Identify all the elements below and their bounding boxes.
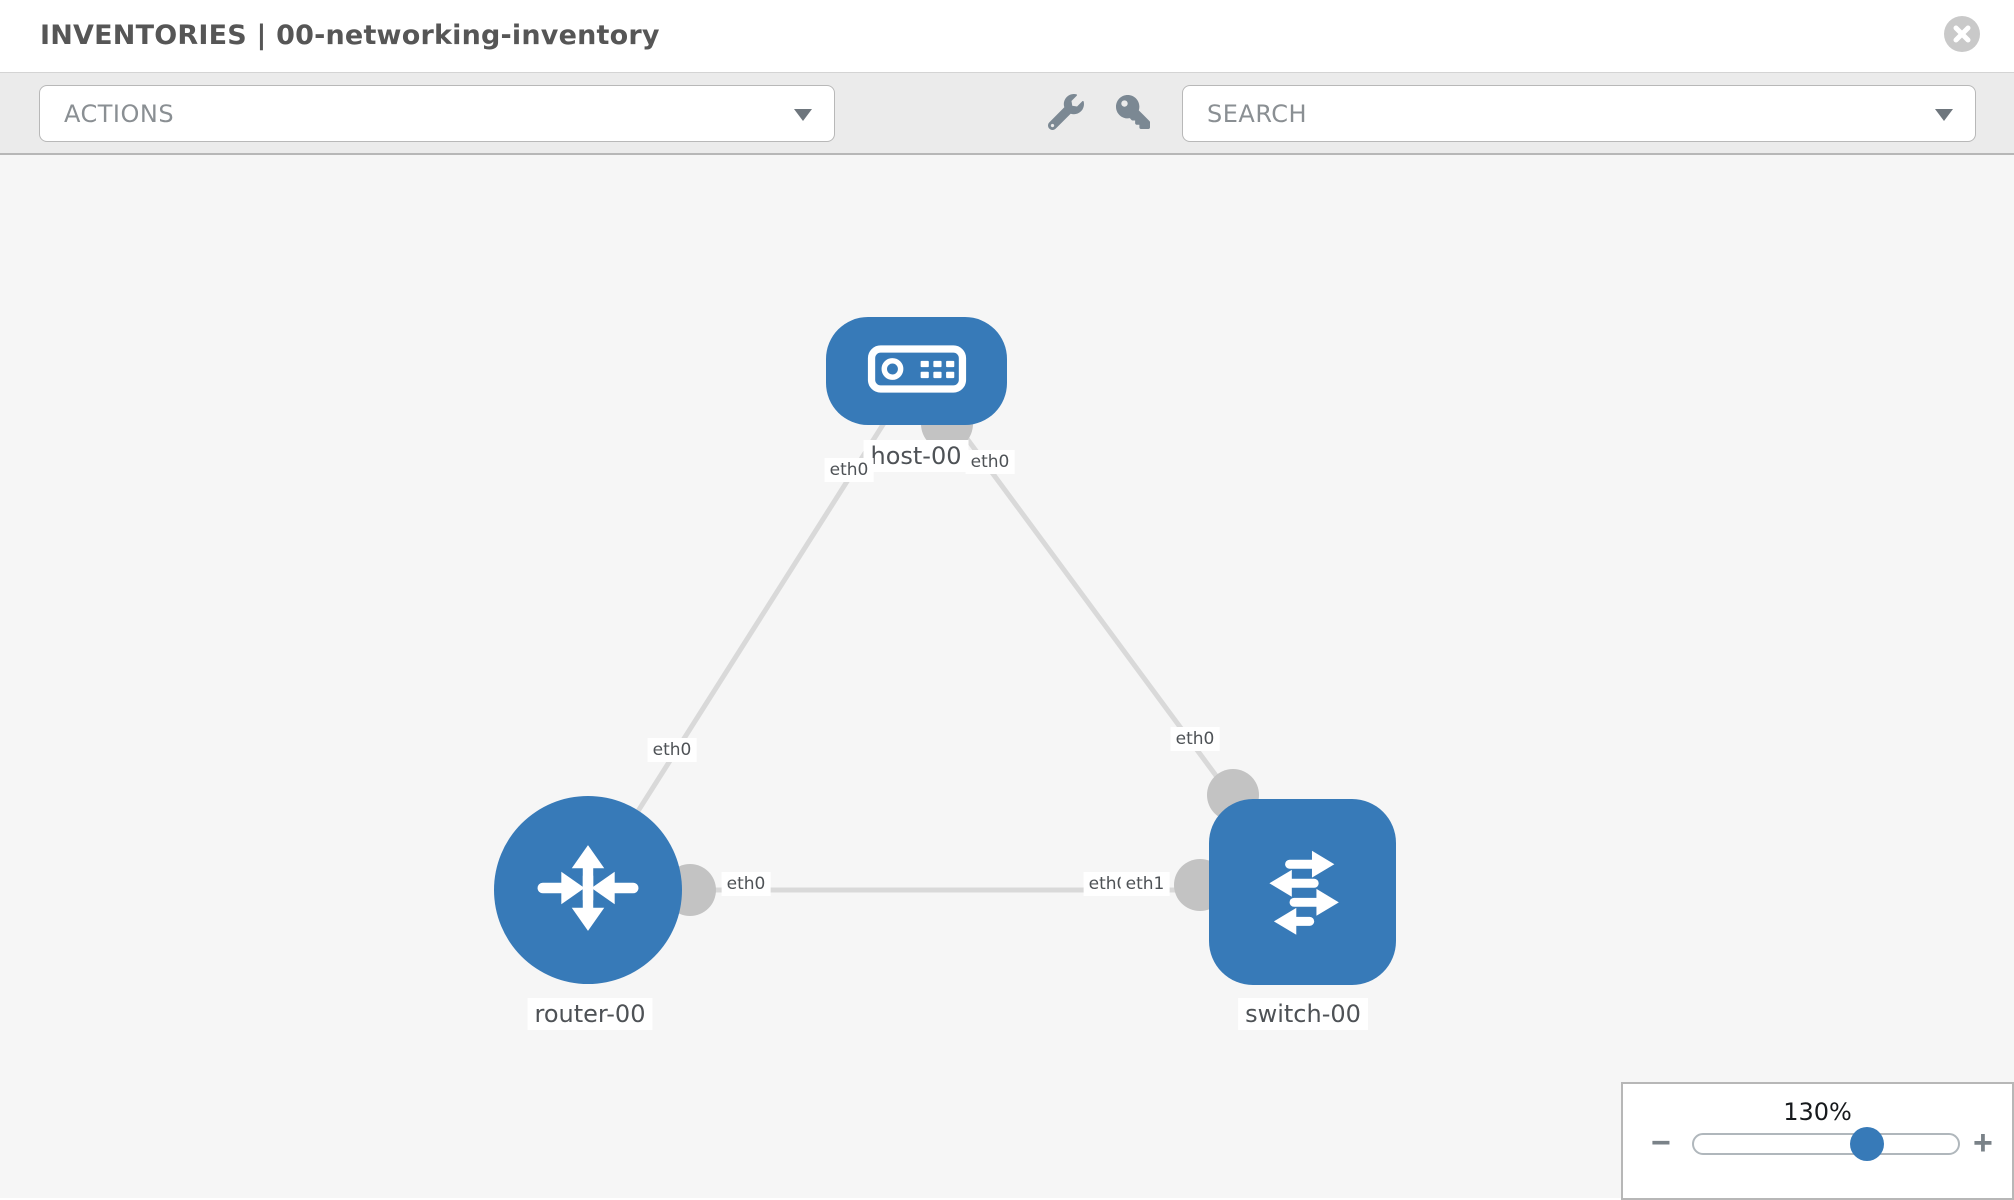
page-title: INVENTORIES | 00-networking-inventory	[40, 20, 660, 51]
close-button[interactable]	[1944, 16, 1980, 52]
node-host-00[interactable]	[826, 317, 1007, 425]
host-icon	[867, 344, 967, 398]
topology-canvas[interactable]: host-00 router-00 switch-00 eth0 eth0 et…	[0, 155, 2014, 1200]
node-switch-00[interactable]	[1209, 799, 1396, 985]
header: INVENTORIES | 00-networking-inventory	[0, 0, 2014, 73]
node-router-00[interactable]	[494, 796, 682, 984]
actions-dropdown[interactable]: ACTIONS	[39, 85, 835, 142]
iface-label-router-eth0-uplink: eth0	[647, 738, 697, 762]
node-label-host-00: host-00	[863, 440, 969, 472]
chevron-down-icon	[1935, 108, 1953, 121]
chevron-down-icon	[794, 108, 812, 121]
iface-label-host-eth0-left: eth0	[824, 458, 874, 482]
zoom-slider-knob[interactable]	[1850, 1127, 1884, 1161]
zoom-level-value: 130%	[1783, 1098, 1852, 1126]
wrench-icon	[1047, 93, 1084, 133]
zoom-out-button[interactable]: −	[1651, 1124, 1671, 1162]
credentials-button[interactable]	[1111, 91, 1155, 135]
search-dropdown[interactable]: SEARCH	[1182, 85, 1976, 142]
actions-dropdown-label: ACTIONS	[64, 99, 175, 128]
iface-label-host-eth0-right: eth0	[965, 450, 1015, 474]
node-label-router-00: router-00	[527, 998, 653, 1030]
zoom-slider-track[interactable]	[1692, 1127, 1960, 1161]
iface-label-switch-eth1: eth1	[1120, 872, 1170, 896]
router-icon	[530, 830, 646, 950]
iface-label-switch-eth0-uplink: eth0	[1170, 727, 1220, 751]
close-icon	[1953, 25, 1971, 43]
topology-links-layer	[585, 369, 1305, 916]
node-label-switch-00: switch-00	[1238, 998, 1368, 1030]
toolbar: ACTIONS SEARCH	[0, 73, 2014, 155]
configure-button[interactable]	[1044, 91, 1088, 135]
zoom-panel: 130% − +	[1621, 1082, 2014, 1200]
search-dropdown-label: SEARCH	[1207, 99, 1308, 128]
switch-icon	[1247, 834, 1359, 950]
key-icon	[1116, 94, 1150, 132]
iface-label-router-eth0: eth0	[721, 872, 771, 896]
link-host-router	[585, 369, 920, 892]
zoom-in-button[interactable]: +	[1973, 1124, 1993, 1162]
